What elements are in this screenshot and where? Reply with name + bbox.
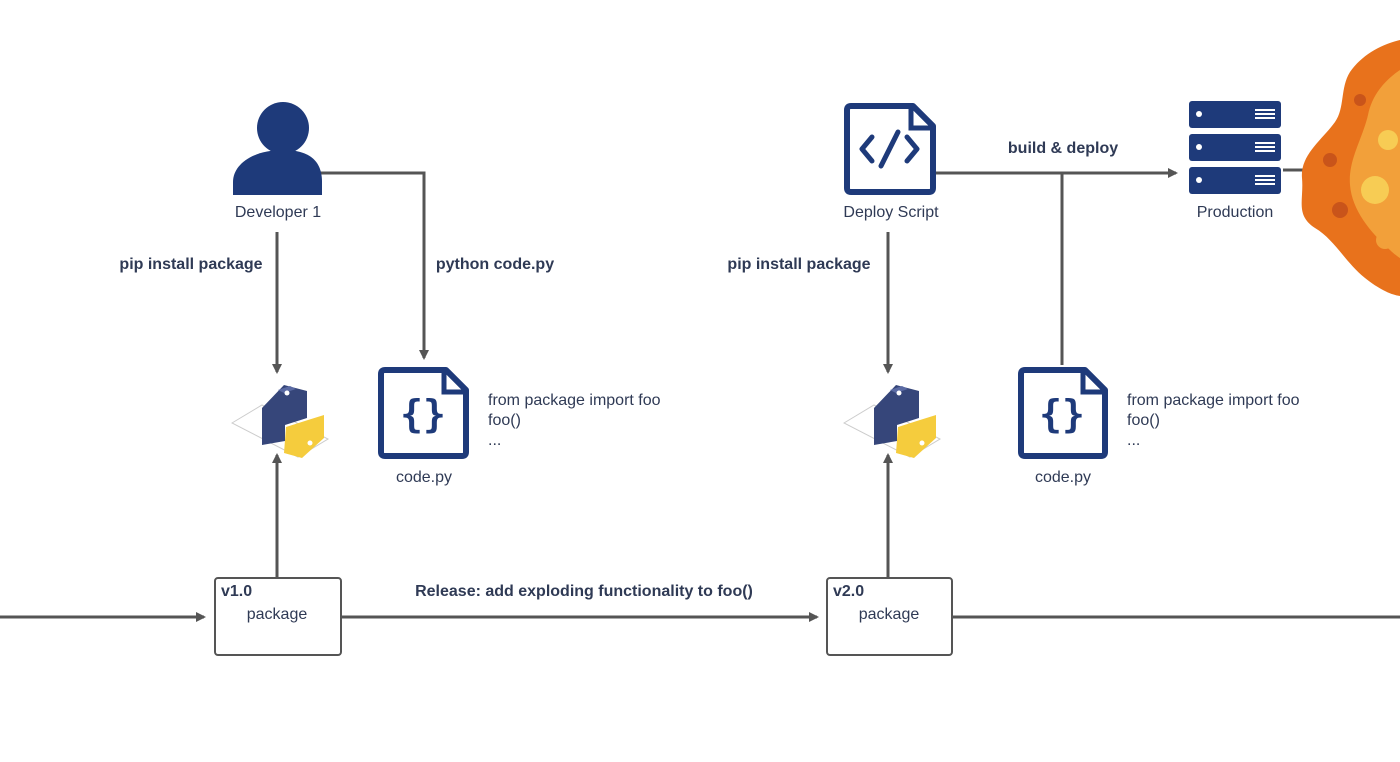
code-file-icon: {} (1018, 367, 1108, 459)
svg-text:{}: {} (1039, 392, 1085, 436)
version-tag: v1.0 (221, 583, 252, 600)
release-label: Release: add exploding functionality to … (415, 583, 753, 600)
version-package-name: package (859, 606, 920, 623)
version-tag: v2.0 (833, 583, 864, 600)
version-package-name: package (247, 606, 308, 623)
server-icon (1189, 101, 1281, 194)
connectors (0, 168, 1400, 622)
deploy-script-label: Deploy Script (843, 204, 939, 221)
code-line-3: ... (1127, 432, 1140, 449)
code-line-1: from package import foo (488, 392, 661, 409)
code-file-icon: {} (378, 367, 469, 459)
version-box-v1: v1.0 package (214, 577, 342, 656)
person-icon (233, 102, 322, 195)
svg-text:{}: {} (400, 392, 446, 436)
script-file-icon (844, 103, 936, 195)
code-file-name: code.py (1035, 469, 1091, 486)
code-line-1: from package import foo (1127, 392, 1300, 409)
python-logo-icon (842, 385, 942, 458)
code-file-name: code.py (396, 469, 452, 486)
production-label: Production (1197, 204, 1274, 221)
pip-install-label-2: pip install package (727, 256, 870, 273)
developer-node: Developer 1 (233, 102, 322, 221)
version-box-v2: v2.0 package (826, 577, 953, 656)
code-line-2: foo() (488, 412, 521, 429)
python-logo-icon (230, 385, 330, 458)
code-line-2: foo() (1127, 412, 1160, 429)
production-node: Production (1189, 101, 1281, 221)
python-code-arrow (318, 171, 429, 360)
deploy-script-node: Deploy Script (843, 103, 939, 221)
pip-install-label-1: pip install package (119, 256, 262, 273)
explosion-icon (1301, 40, 1400, 296)
developer-label: Developer 1 (235, 204, 321, 221)
build-deploy-label: build & deploy (1008, 140, 1118, 157)
code-file-right: {} code.py from package import foo foo()… (1018, 367, 1300, 486)
code-line-3: ... (488, 432, 501, 449)
code-file-left: {} code.py from package import foo foo()… (378, 367, 661, 486)
python-code-label: python code.py (436, 256, 554, 273)
